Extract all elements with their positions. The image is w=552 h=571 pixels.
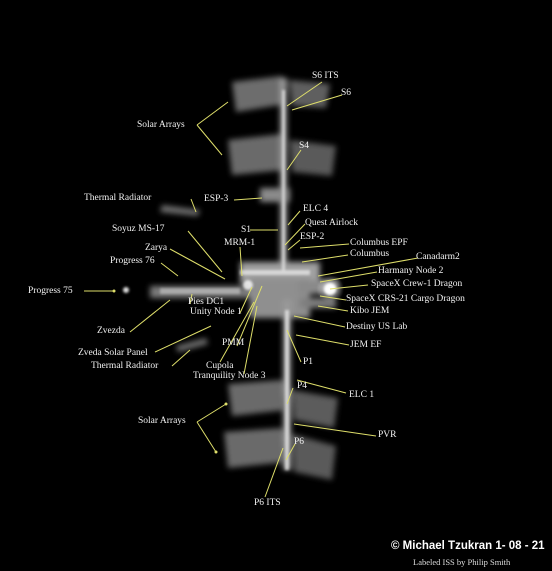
label-elc1: ELC 1 (349, 390, 375, 400)
label-spacex-crs21: SpaceX CRS-21 Cargo Dragon (346, 294, 465, 304)
label-thermal-radiator-bottom: Thermal Radiator (91, 361, 159, 371)
label-canadarm2: Canadarm2 (416, 252, 460, 262)
label-pvr: PVR (378, 430, 397, 440)
label-pies-dc1: Pies DC1 (188, 297, 225, 307)
label-soyuz: Soyuz MS-17 (112, 224, 165, 234)
label-esp3: ESP-3 (204, 194, 229, 204)
label-progress75: Progress 75 (28, 286, 73, 296)
label-s1: S1 (241, 225, 252, 235)
label-columbus-epf: Columbus EPF (350, 238, 408, 248)
label-zarya: Zarya (145, 243, 168, 253)
label-columbus: Columbus (350, 249, 390, 259)
label-quest-airlock: Quest Airlock (305, 218, 359, 228)
label-p4: P4 (297, 381, 308, 391)
label-pmm: PMM (222, 338, 245, 348)
label-s6: S6 (341, 88, 352, 98)
label-mrm1: MRM-1 (224, 238, 256, 248)
copyright-line: © Michael Tzukran 1- 08 - 21 (391, 540, 545, 552)
label-elc4: ELC 4 (303, 204, 329, 214)
label-zvezda-solar: Zveda Solar Panel (78, 348, 148, 358)
label-s4: S4 (299, 141, 310, 151)
label-tranquility: Tranquility Node 3 (193, 371, 266, 381)
label-solar-arrays-top: Solar Arrays (137, 120, 185, 130)
label-p1: P1 (303, 357, 314, 367)
label-solar-arrays-bottom: Solar Arrays (138, 416, 186, 426)
label-esp2: ESP-2 (300, 232, 325, 242)
label-kibo: Kibo JEM (350, 306, 390, 316)
label-s6-its: S6 ITS (312, 71, 339, 81)
label-unity: Unity Node 1 (190, 307, 242, 317)
label-thermal-radiator-top: Thermal Radiator (84, 193, 152, 203)
label-p6: P6 (294, 437, 305, 447)
label-spacex-crew1: SpaceX Crew-1 Dragon (371, 279, 463, 289)
label-credit-line: Labeled ISS by Philip Smith (413, 557, 511, 567)
label-p6-its: P6 ITS (254, 498, 281, 508)
label-destiny: Destiny US Lab (346, 322, 408, 332)
leader-dots (112, 289, 228, 454)
label-harmony: Harmany Node 2 (378, 266, 444, 276)
label-progress76: Progress 76 (110, 256, 155, 266)
label-cupola: Cupola (206, 361, 234, 371)
leader-lines (84, 81, 419, 498)
label-zvezda: Zvezda (97, 326, 125, 336)
label-jem-ef: JEM EF (350, 340, 382, 350)
